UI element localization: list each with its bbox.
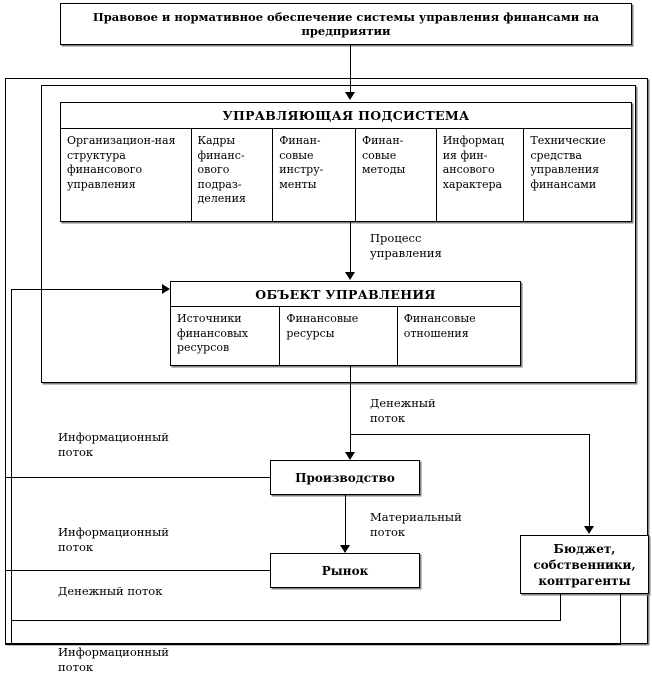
feedback-into-object-horizontal	[11, 289, 163, 290]
connector-object-to-production	[350, 366, 351, 458]
inner-frame	[41, 85, 636, 383]
subsystem-cell-methods: Финан- совые методы	[356, 129, 437, 221]
control-object-cells: Источники финансовых ресурсов Финансовые…	[171, 307, 520, 365]
label-money-flow-bottom: Денежный поток	[58, 584, 163, 598]
budget-return-info-horizontal	[5, 644, 621, 645]
title-box-text: Правовое и нормативное обеспечение систе…	[92, 10, 600, 38]
arrowhead-feedback-into-object	[162, 284, 170, 294]
subsystem-cell-org-structure: Организацион-ная структура финансового у…	[61, 129, 192, 221]
object-cell-relations: Финансовые отношения	[403, 312, 476, 340]
managing-subsystem-cells: Организацион-ная структура финансового у…	[61, 129, 631, 221]
budget-return-money-vertical	[560, 594, 561, 620]
arrowhead-subsystem-to-object	[345, 272, 355, 280]
subsystem-cell-technical: Технические средства управления финансам…	[530, 134, 606, 191]
object-cell-resources: Финансовые ресурсы	[280, 307, 398, 365]
arrowhead-object-to-production	[345, 452, 355, 460]
managing-subsystem-box: УПРАВЛЯЮЩАЯ ПОДСИСТЕМА Организацион-ная …	[60, 102, 632, 222]
node-budget-label: Бюджет, собственники, контрагенты	[533, 541, 636, 588]
label-info-flow-2: Информационный поток	[58, 525, 169, 554]
node-market-label: Рынок	[321, 563, 369, 578]
info-flow-2-line	[5, 570, 271, 571]
connector-production-to-market	[345, 495, 346, 547]
info-flow-1-line	[5, 477, 271, 478]
arrowhead-title-to-subsystem	[345, 92, 355, 100]
label-control-process: Процесс управления	[370, 231, 442, 260]
node-budget: Бюджет, собственники, контрагенты	[520, 535, 649, 594]
control-object-box: ОБЪЕКТ УПРАВЛЕНИЯ Источники финансовых р…	[170, 281, 521, 366]
branch-to-budget-vertical	[589, 434, 590, 528]
node-production-label: Производство	[295, 470, 395, 485]
subsystem-cell-information: Информац ия фин- ансового характера	[437, 129, 525, 221]
managing-subsystem-header: УПРАВЛЯЮЩАЯ ПОДСИСТЕМА	[61, 103, 631, 129]
label-info-flow-1: Информационный поток	[58, 430, 169, 459]
connector-title-to-subsystem	[350, 45, 351, 93]
subsystem-cell-staff: Кадры финанс- ового подраз- деления	[192, 129, 274, 221]
outer-frame	[5, 78, 648, 644]
object-cell-sources: Источники финансовых ресурсов	[171, 307, 281, 365]
node-market: Рынок	[270, 553, 420, 588]
budget-return-money-horizontal	[11, 620, 561, 621]
subsystem-cell-instruments: Финан- совые инстру- менты	[273, 129, 356, 221]
budget-return-info-vertical	[620, 594, 621, 644]
label-money-flow-top: Денежный поток	[370, 396, 436, 425]
connector-subsystem-to-object	[350, 222, 351, 274]
branch-to-budget-horizontal	[350, 434, 590, 435]
arrowhead-production-to-market	[340, 545, 350, 553]
arrowhead-into-budget	[584, 526, 594, 534]
feedback-left-vertical	[11, 289, 12, 644]
label-info-flow-3: Информационный поток	[58, 645, 169, 674]
control-object-header: ОБЪЕКТ УПРАВЛЕНИЯ	[171, 282, 520, 307]
label-material-flow: Материальный поток	[370, 510, 462, 539]
node-production: Производство	[270, 460, 420, 495]
title-box: Правовое и нормативное обеспечение систе…	[60, 3, 632, 45]
